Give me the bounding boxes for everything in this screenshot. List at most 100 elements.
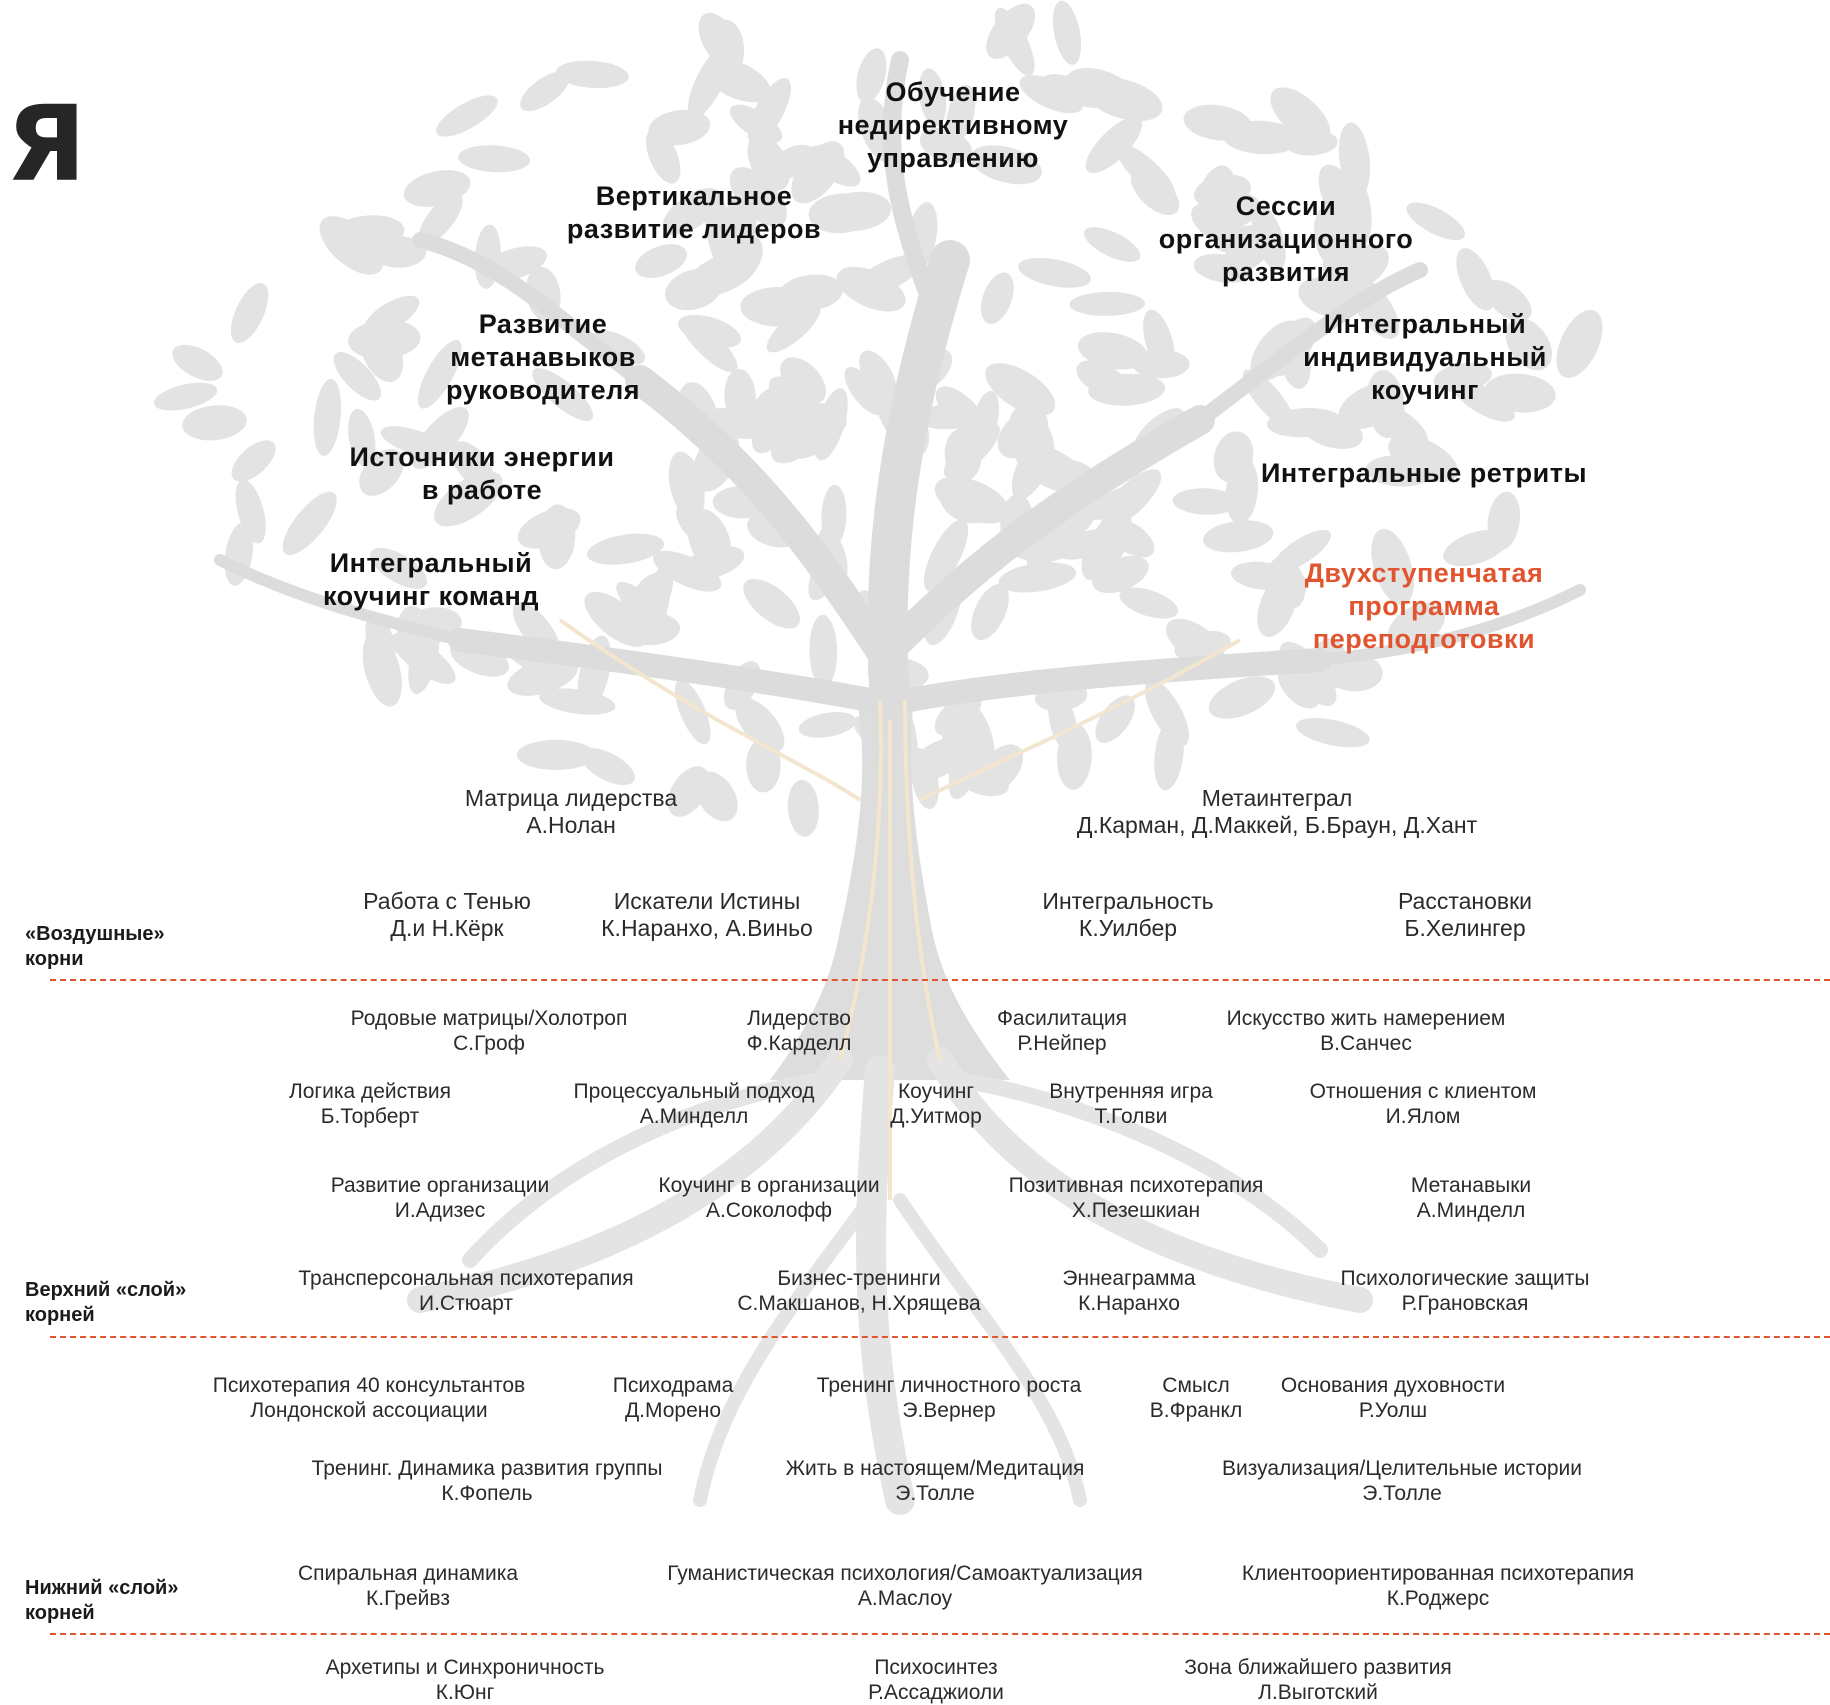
leaf (729, 167, 787, 227)
leaf (687, 509, 732, 573)
root-author: И.Ялом (1385, 1105, 1461, 1128)
root-title: Логика действия (288, 1080, 452, 1103)
leaf (520, 71, 570, 112)
leaf (172, 344, 223, 381)
leaf (458, 145, 531, 173)
leaf (1369, 402, 1428, 449)
root-author: Р.Уолш (1358, 1399, 1428, 1422)
root-author: Х.Пезешкиан (1071, 1199, 1201, 1222)
leaf (787, 779, 819, 837)
leaf (1213, 431, 1254, 483)
leaf (808, 193, 874, 234)
root-title: Архетипы и Синхроничность (325, 1656, 605, 1679)
leaf (517, 508, 581, 549)
leaf (923, 519, 969, 592)
leaf (1208, 676, 1276, 719)
root-title: Родовые матрицы/Холотроп (350, 1007, 628, 1030)
branch-label-nondirective-management: Обучение недирективному управлению (837, 77, 1069, 173)
root-title: Трансперсональная психотерапия (298, 1267, 634, 1290)
leaf (282, 491, 337, 556)
root-author: А.Маслоу (857, 1587, 953, 1610)
root-author: Э.Толле (895, 1482, 975, 1505)
leaf (648, 109, 711, 146)
root-author: И.Адизес (394, 1199, 486, 1222)
tree-roots (407, 1047, 1373, 1515)
leaf (1484, 280, 1532, 322)
leaf (735, 697, 785, 753)
tree-branches (214, 51, 1586, 720)
leaf (1348, 276, 1400, 339)
leaf (1285, 130, 1338, 156)
root-author: Ф.Карделл (746, 1032, 852, 1055)
root-title: Искусство жить намерением (1226, 1007, 1506, 1030)
root-author: Э.Толле (1362, 1482, 1442, 1505)
leaf (1042, 74, 1109, 109)
leaf (946, 84, 976, 143)
leaf (674, 679, 711, 745)
root-title: Клиентоориентированная психотерапия (1241, 1562, 1635, 1585)
leaf (770, 403, 833, 464)
root-title: Психодрама (612, 1374, 734, 1397)
leaf (1172, 488, 1239, 515)
leaf (313, 378, 342, 456)
leaf (729, 104, 783, 143)
leaf (1055, 528, 1118, 560)
leaf (1194, 174, 1251, 208)
leaf (1019, 75, 1084, 114)
root-author: К.Юнг (435, 1681, 495, 1704)
leaf (1296, 718, 1370, 748)
root-author: В.Франкл (1149, 1399, 1243, 1422)
root-author: С.Гроф (453, 1032, 525, 1055)
leaf (668, 451, 705, 521)
root-author: К.Уилбер (1078, 915, 1178, 941)
leaf (333, 352, 381, 401)
root-title: Основания духовности (1280, 1374, 1506, 1397)
leaf (940, 482, 995, 524)
root-author: Т.Голви (1094, 1105, 1168, 1128)
leaf (1371, 528, 1414, 605)
root-title: Эннеаграмма (1062, 1267, 1196, 1290)
leaf (235, 479, 266, 544)
branch-label-metaskills: Развитие метанавыков руководителя (445, 309, 641, 405)
leaf (1057, 723, 1092, 790)
leaf (740, 286, 817, 327)
leaf (390, 633, 456, 684)
leaf (1069, 291, 1146, 316)
leaf (918, 68, 947, 127)
root-title: Спиральная динамика (297, 1562, 519, 1585)
root-title: Метанавыки (1410, 1174, 1532, 1197)
root-author: К.Грейвз (366, 1587, 450, 1610)
leaf (635, 244, 687, 279)
branch-label-vertical-development: Вертикальное развитие лидеров (566, 181, 822, 244)
branch-label-org-development-sessions: Сессии организационного развития (1158, 191, 1414, 287)
divider-upper (50, 1336, 1830, 1338)
leaf (417, 339, 462, 409)
leaf (1084, 482, 1153, 520)
root-author: С.Макшанов, Н.Хрящева (737, 1292, 981, 1315)
leaf (1052, 0, 1082, 65)
leaf (994, 7, 1035, 76)
branch-label-integral-retreats: Интегральные ретриты (1260, 458, 1588, 488)
leaf (1183, 104, 1252, 141)
leaf (809, 614, 838, 688)
leaf (1018, 257, 1091, 288)
leaf (695, 771, 738, 822)
leaf (1257, 574, 1298, 637)
leaf (532, 368, 594, 422)
leaf (1505, 317, 1553, 371)
leaf (592, 330, 646, 365)
leaf (1338, 122, 1371, 196)
